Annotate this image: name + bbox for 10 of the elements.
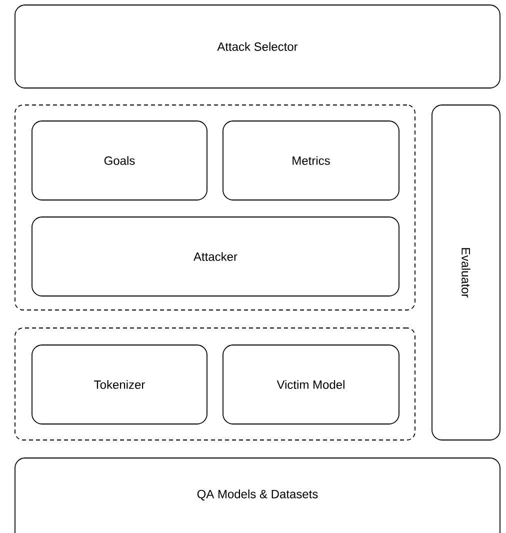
- group-box: [14, 328, 416, 440]
- process-box: Attack Selector: [14, 4, 500, 88]
- group-box: [14, 104, 416, 310]
- process-box: Victim Model: [222, 344, 400, 424]
- process-box: QA Models & Datasets: [14, 458, 500, 533]
- process-box: Tokenizer: [32, 344, 208, 424]
- process-box: Evaluator: [432, 104, 500, 440]
- process-box: Metrics: [222, 120, 400, 200]
- process-box: Goals: [32, 120, 208, 200]
- process-box: Attacker: [32, 216, 400, 296]
